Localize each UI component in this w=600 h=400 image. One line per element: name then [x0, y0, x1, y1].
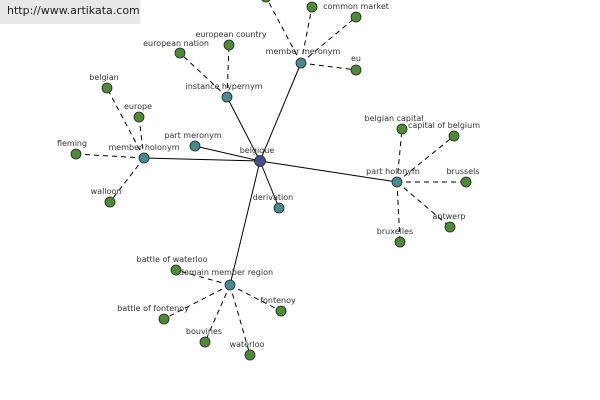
leaf-fontenoy-label: fontenoy — [260, 296, 296, 305]
center-belgique-node[interactable] — [254, 155, 266, 167]
edge-eu-top — [300, 16, 357, 64]
leaf-european-country-label: european country — [195, 30, 266, 39]
leaf-bouvines-node[interactable] — [199, 336, 211, 348]
edge-european-nation — [179, 52, 228, 98]
edge-walloon — [109, 157, 145, 203]
leaf-battle-of-waterloo-label: battle of waterloo — [137, 255, 208, 264]
relation-domain-member-region-label: domain member region — [179, 268, 273, 277]
edge-capital-of-belgium — [396, 135, 455, 183]
leaf-european-nation-label: european nation — [143, 39, 209, 48]
relation-instance-hypernym-node[interactable] — [221, 91, 233, 103]
relation-member-holonym-node[interactable] — [138, 152, 150, 164]
leaf-brussels-label: brussels — [446, 167, 479, 176]
leaf-european-nation-node[interactable] — [174, 47, 186, 59]
relation-member-meronym-node[interactable] — [295, 57, 307, 69]
edge-bruxelles — [396, 181, 401, 243]
edge-europe — [138, 116, 145, 159]
edge-leaf-top-cut — [267, 0, 302, 64]
center-belgique-label: belgique — [240, 146, 275, 155]
leaf-waterloo-node[interactable] — [244, 349, 256, 361]
leaf-antwerp-label: antwerp — [433, 212, 466, 221]
leaf-belgian-capital-node[interactable] — [396, 123, 408, 135]
leaf-europe-label: europe — [124, 102, 152, 111]
leaf-fleming-label: fleming — [57, 139, 87, 148]
leaf-walloon-label: walloon — [91, 187, 122, 196]
leaf-belgian-capital-label: belgian capital — [365, 114, 424, 123]
leaf-bruxelles-label: bruxelles — [377, 227, 413, 236]
edge-eu — [300, 62, 357, 71]
relation-derivation-label: derivation — [253, 193, 293, 202]
relation-part-meronym-label: part meronym — [164, 131, 221, 140]
leaf-battle-of-waterloo-node[interactable] — [170, 264, 182, 276]
leaf-eu-node[interactable] — [350, 64, 362, 76]
leaf-europe-node[interactable] — [133, 111, 145, 123]
leaf-battle-of-fontenoy-node[interactable] — [158, 313, 170, 325]
edge-part-meronym — [194, 145, 261, 162]
leaf-walloon-node[interactable] — [104, 196, 116, 208]
edge-antwerp — [396, 181, 451, 228]
leaf-brussels-node[interactable] — [460, 176, 472, 188]
leaf-belgian-node[interactable] — [101, 82, 113, 94]
leaf-european-country-node[interactable] — [223, 39, 235, 51]
source-watermark: http://www.artikata.com — [0, 0, 140, 24]
edge-fleming — [75, 153, 145, 159]
leaf-common-market-node[interactable] — [306, 1, 318, 13]
relation-part-holonym-label: part holonym — [366, 167, 420, 176]
edge-battle-of-waterloo — [175, 269, 231, 286]
edge-member-meronym — [259, 62, 302, 162]
leaf-waterloo-label: waterloo — [230, 340, 265, 349]
relation-member-holonym-label: member holonym — [108, 143, 179, 152]
edge-fontenoy — [229, 284, 282, 312]
edge-derivation — [259, 160, 280, 209]
edge-common-market — [300, 6, 313, 64]
edge-battle-of-fontenoy — [163, 284, 231, 320]
edge-waterloo — [229, 284, 251, 356]
leaf-belgian-label: belgian — [89, 73, 119, 82]
edge-domain-member-region — [229, 160, 261, 286]
leaf-bouvines-label: bouvines — [186, 327, 222, 336]
relation-part-meronym-node[interactable] — [189, 140, 201, 152]
edge-part-holonym — [259, 160, 398, 183]
leaf-fleming-node[interactable] — [70, 148, 82, 160]
leaf-battle-of-fontenoy-label: battle of fontenoy — [117, 304, 189, 313]
leaf-capital-of-belgium-node[interactable] — [448, 130, 460, 142]
nodes-layer: common market eu european countryeuropean … — [57, 0, 480, 361]
edge-belgian — [106, 87, 145, 159]
relation-derivation-node[interactable] — [273, 202, 285, 214]
edges-layer — [75, 0, 466, 356]
leaf-bruxelles-node[interactable] — [394, 236, 406, 248]
edge-instance-hypernym — [226, 96, 261, 162]
leaf-antwerp-node[interactable] — [444, 221, 456, 233]
leaf-eu-label: eu — [351, 54, 361, 63]
leaf-eu-top-node[interactable] — [350, 11, 362, 23]
relation-member-meronym-label: member meronym — [266, 47, 341, 56]
leaf-common-market-label: common market — [323, 2, 389, 11]
relation-domain-member-region-node[interactable] — [224, 279, 236, 291]
leaf-capital-of-belgium-label: capital of belgium — [408, 121, 480, 130]
relation-instance-hypernym-label: instance hypernym — [186, 82, 263, 91]
edge-bouvines — [204, 284, 231, 343]
leaf-leaf-top-cut-node[interactable] — [261, 0, 271, 3]
edge-member-holonym — [143, 157, 261, 162]
leaf-fontenoy-node[interactable] — [275, 305, 287, 317]
relation-part-holonym-node[interactable] — [391, 176, 403, 188]
